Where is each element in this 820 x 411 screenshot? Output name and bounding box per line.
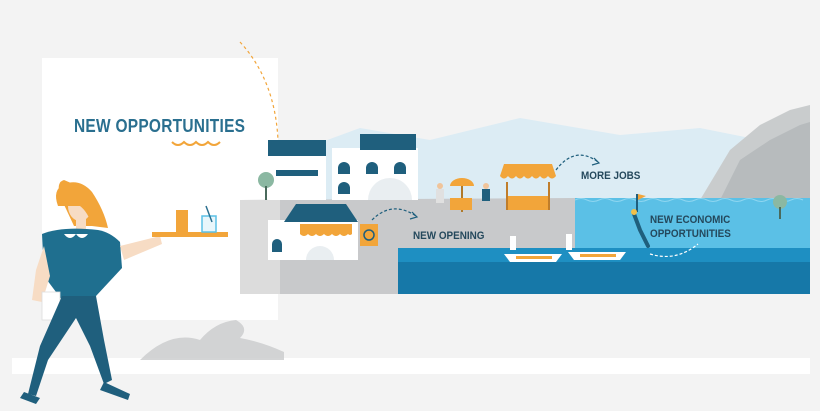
page-title: NEW OPPORTUNITIES — [74, 116, 246, 136]
dashed-path — [239, 41, 279, 141]
waitress — [20, 180, 228, 404]
beach-area — [436, 178, 490, 212]
diver — [631, 194, 650, 248]
waitress-shadow — [140, 320, 284, 360]
label-opportunities: OPPORTUNITIES — [650, 228, 731, 240]
arrow-more-jobs — [555, 154, 599, 171]
ground-strip — [12, 358, 810, 374]
tree-right — [773, 195, 787, 209]
lower-building — [268, 204, 378, 260]
label-new-economic: NEW ECONOMIC — [650, 214, 731, 226]
label-new-opening: NEW OPENING — [413, 230, 485, 242]
headline-underline — [171, 140, 221, 146]
tree-left — [258, 172, 274, 188]
upper-buildings — [268, 134, 418, 200]
label-more-jobs: MORE JOBS — [581, 170, 641, 182]
market-stall — [500, 164, 556, 210]
background-hills — [300, 118, 790, 200]
arrow-economic — [649, 243, 699, 257]
boats — [504, 234, 626, 262]
